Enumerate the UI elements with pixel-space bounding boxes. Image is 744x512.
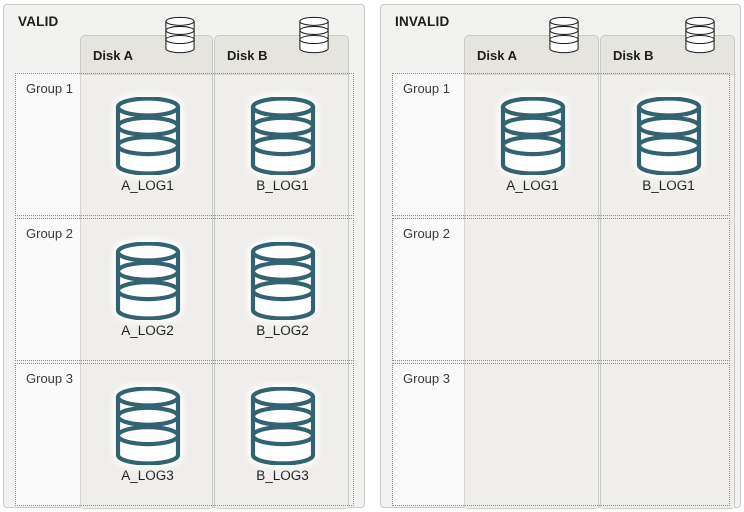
group-label-cell: Group 1 bbox=[393, 74, 465, 215]
disk-column-label: Disk B bbox=[613, 47, 654, 63]
database-cylinder-icon bbox=[249, 95, 317, 176]
group-row: Group 1 A_LOG1 B_LOG1 bbox=[392, 73, 730, 216]
group-label-cell: Group 1 bbox=[16, 74, 81, 215]
disk-column-label: Disk B bbox=[227, 47, 268, 63]
group-label: Group 3 bbox=[403, 371, 450, 386]
database-cylinder-icon bbox=[635, 95, 703, 176]
database-cylinder-icon bbox=[114, 385, 182, 466]
disk-column-b: Disk B bbox=[600, 35, 735, 509]
disk-column-header: Disk B bbox=[215, 36, 348, 74]
group-label: Group 1 bbox=[26, 81, 73, 96]
log-cell bbox=[465, 219, 600, 360]
group-row: Group 3 A_LOG3 B_LOG3 bbox=[15, 363, 354, 506]
log-file-label: B_LOG1 bbox=[256, 177, 309, 193]
group-label-cell: Group 3 bbox=[16, 364, 81, 505]
log-cell: B_LOG3 bbox=[215, 364, 350, 505]
database-cylinder-icon bbox=[684, 15, 716, 55]
database-cylinder-icon bbox=[548, 15, 580, 55]
log-cell: A_LOG3 bbox=[81, 364, 214, 505]
log-file-label: A_LOG2 bbox=[121, 322, 174, 338]
database-cylinder-icon bbox=[298, 15, 330, 55]
database-cylinder-icon bbox=[114, 95, 182, 176]
log-file-label: A_LOG1 bbox=[121, 177, 174, 193]
log-file-label: A_LOG1 bbox=[506, 177, 559, 193]
log-file-label: A_LOG3 bbox=[121, 467, 174, 483]
group-row: Group 1 A_LOG1 B_LOG1 bbox=[15, 73, 354, 216]
disk-column-header: Disk A bbox=[81, 36, 212, 74]
group-row: Group 3 bbox=[392, 363, 730, 506]
disk-column-header: Disk A bbox=[465, 36, 598, 74]
log-cell: A_LOG1 bbox=[81, 74, 214, 215]
disk-column-label: Disk A bbox=[93, 47, 133, 63]
log-file-label: B_LOG2 bbox=[256, 322, 309, 338]
disk-column-header: Disk B bbox=[601, 36, 734, 74]
log-file-label: B_LOG1 bbox=[642, 177, 695, 193]
log-cell: B_LOG1 bbox=[601, 74, 736, 215]
group-label: Group 3 bbox=[26, 371, 73, 386]
panel-title: INVALID bbox=[395, 14, 450, 29]
database-cylinder-icon bbox=[114, 240, 182, 321]
database-cylinder-icon bbox=[249, 385, 317, 466]
log-cell: A_LOG1 bbox=[465, 74, 600, 215]
log-file-label: B_LOG3 bbox=[256, 467, 309, 483]
log-cell: B_LOG2 bbox=[215, 219, 350, 360]
group-label-cell: Group 2 bbox=[393, 219, 465, 360]
database-cylinder-icon bbox=[164, 15, 196, 55]
disk-column-label: Disk A bbox=[477, 47, 517, 63]
group-label: Group 2 bbox=[403, 226, 450, 241]
log-cell: A_LOG2 bbox=[81, 219, 214, 360]
group-row: Group 2 bbox=[392, 218, 730, 361]
log-cell: B_LOG1 bbox=[215, 74, 350, 215]
panel-title: VALID bbox=[18, 14, 59, 29]
group-label: Group 1 bbox=[403, 81, 450, 96]
log-cell bbox=[601, 219, 736, 360]
database-cylinder-icon bbox=[249, 240, 317, 321]
group-label-cell: Group 2 bbox=[16, 219, 81, 360]
log-cell bbox=[601, 364, 736, 505]
log-cell bbox=[465, 364, 600, 505]
database-cylinder-icon bbox=[499, 95, 567, 176]
group-row: Group 2 A_LOG2 B_LOG2 bbox=[15, 218, 354, 361]
group-label-cell: Group 3 bbox=[393, 364, 465, 505]
group-label: Group 2 bbox=[26, 226, 73, 241]
